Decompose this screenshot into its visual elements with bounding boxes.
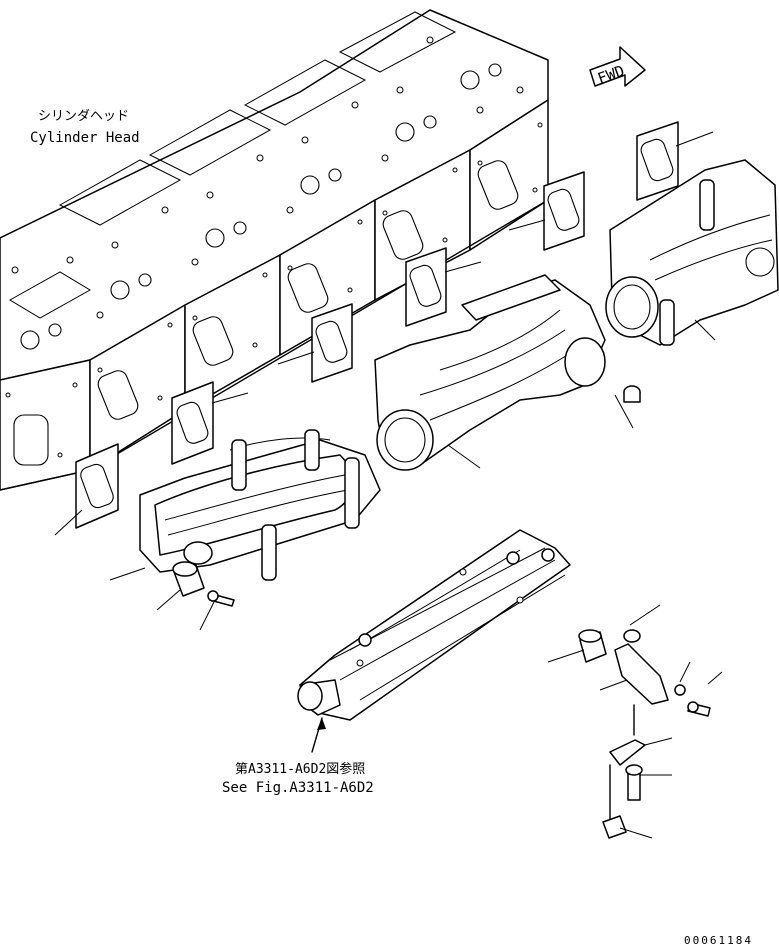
reference-label-en: See Fig.A3311-A6D2 — [222, 780, 374, 796]
reference-label-jp: 第A3311-A6D2図参照 — [235, 761, 365, 777]
head-top-details — [9, 11, 524, 350]
fwd-label: FWD — [595, 62, 627, 88]
exhaust-gaskets — [75, 121, 679, 529]
gasket-3 — [311, 303, 353, 383]
center-bolt — [623, 385, 641, 403]
gasket-4 — [405, 247, 447, 327]
sleeve-and-bolt — [172, 561, 235, 607]
bracket-assembly — [602, 629, 711, 839]
center-exhaust-manifold — [374, 274, 606, 471]
cylinder-head-label-jp: シリンダヘッド — [38, 109, 129, 124]
spacer-sleeve — [578, 629, 607, 663]
front-exhaust-manifold — [139, 429, 381, 581]
gasket-1 — [75, 443, 119, 529]
rear-exhaust-manifold — [605, 159, 779, 346]
cylinder-head-label-en: Cylinder Head — [30, 130, 140, 146]
gasket-2 — [171, 381, 214, 465]
fwd-arrow: FWD — [589, 46, 646, 88]
gasket-5 — [543, 171, 585, 251]
gasket-6 — [636, 121, 679, 201]
drawing-number: 00061184 — [684, 934, 753, 947]
exhaust-heat-shield — [297, 529, 571, 721]
leader-lines — [54, 131, 723, 839]
face-holes — [5, 122, 543, 458]
